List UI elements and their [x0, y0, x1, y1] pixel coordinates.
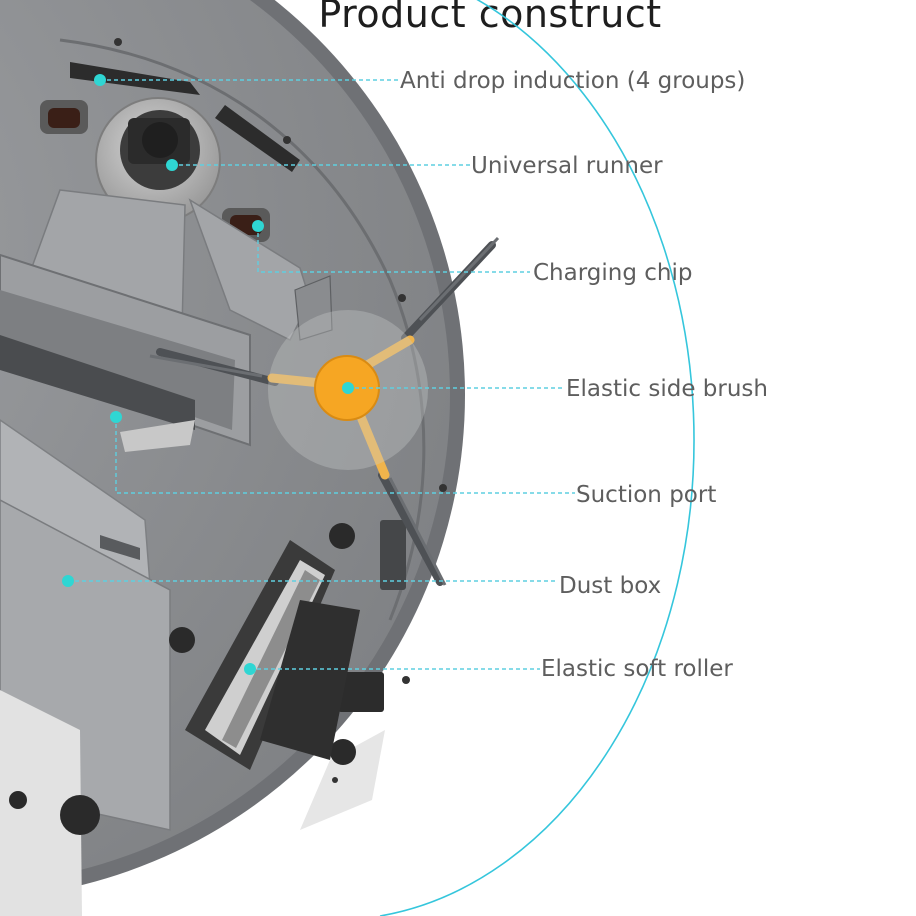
orbit-ring: [379, 0, 695, 916]
callout-line-charging-chip: [257, 226, 530, 273]
callout-label-charging-chip: Charging chip: [533, 260, 693, 286]
callout-dots: [62, 74, 354, 675]
page-title: Product construct: [318, 0, 662, 36]
callout-dot-charging-chip: [252, 220, 264, 232]
callout-dot-soft-roller: [244, 663, 256, 675]
callout-label-anti-drop: Anti drop induction (4 groups): [400, 68, 746, 94]
callout-label-universal-runner: Universal runner: [471, 153, 663, 179]
callout-dot-universal-runner: [166, 159, 178, 171]
callout-dot-side-brush: [342, 382, 354, 394]
callout-label-dust-box: Dust box: [559, 573, 662, 599]
universal-runner-wheel: [95, 97, 221, 223]
callout-label-soft-roller: Elastic soft roller: [541, 656, 733, 682]
callout-lines: [68, 79, 575, 670]
elastic-soft-roller: [185, 540, 360, 770]
callout-label-suction-port: Suction port: [576, 482, 717, 508]
callout-dot-dust-box: [62, 575, 74, 587]
suction-port: [0, 253, 251, 452]
callout-dot-suction-port: [110, 411, 122, 423]
dust-box: [0, 419, 171, 916]
callout-label-side-brush: Elastic side brush: [566, 376, 768, 402]
mounting-holes: [169, 520, 406, 765]
callout-line-suction-port: [115, 417, 575, 494]
callout-dot-anti-drop: [94, 74, 106, 86]
